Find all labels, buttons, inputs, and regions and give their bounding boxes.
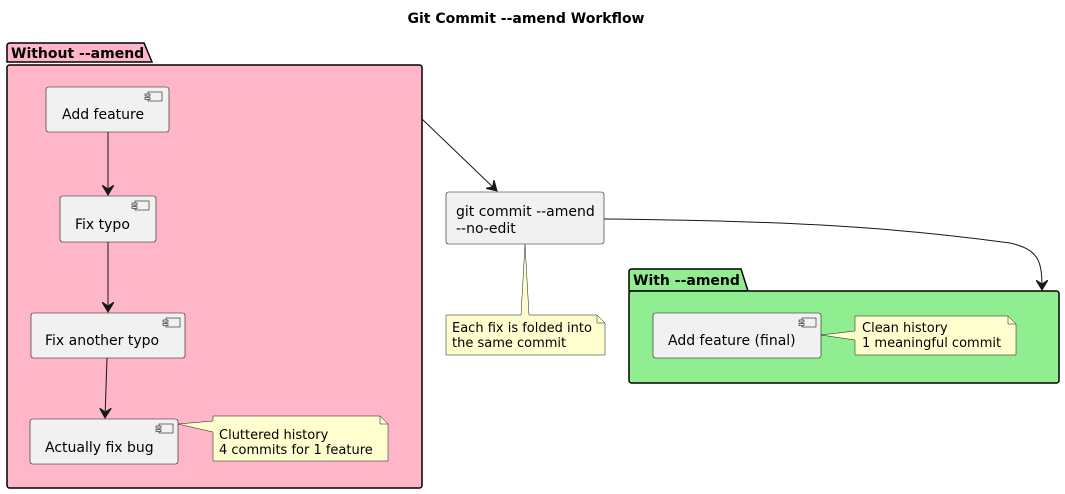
note-line: Clean history — [862, 321, 948, 336]
component-label: Add feature (final) — [668, 333, 796, 349]
edge-amend-to-with-package — [603, 218, 1042, 290]
component-add-feature-final[interactable]: Add feature (final) — [652, 312, 822, 359]
note-folded-into-same-commit: Each fix is folded into the same commit — [445, 243, 606, 356]
note-line: 4 commits for 1 feature — [219, 443, 373, 458]
component-icon — [162, 317, 181, 328]
component-label: Actually fix bug — [45, 440, 154, 456]
edge-package-to-amend — [421, 118, 497, 191]
note-line: Cluttered history — [219, 428, 329, 443]
component-fix-another-typo[interactable]: Fix another typo — [30, 312, 186, 359]
component-label: Fix another typo — [45, 333, 159, 349]
note-clean-history: Clean history 1 meaningful commit — [820, 315, 1017, 356]
package-without-body — [6, 64, 423, 489]
component-label: Add feature — [62, 107, 144, 123]
node-git-commit-amend[interactable]: git commit --amend --no-edit — [445, 191, 605, 245]
package-without-amend: Without --amend — [6, 42, 423, 489]
amend-node-line2: --no-edit — [456, 221, 516, 237]
note-line: Each fix is folded into — [452, 321, 592, 336]
component-add-feature[interactable]: Add feature — [45, 86, 170, 133]
package-without-tab — [6, 42, 154, 63]
component-label: Fix typo — [75, 217, 130, 233]
package-with-tab — [628, 268, 750, 292]
component-fix-typo[interactable]: Fix typo — [59, 195, 157, 243]
note-line: the same commit — [452, 336, 566, 351]
note-cluttered-history: Cluttered history 4 commits for 1 featur… — [177, 415, 389, 462]
edge-fix-another-to-actually-fix — [105, 357, 107, 418]
package-without-label: Without --amend — [11, 46, 144, 62]
component-icon — [798, 317, 817, 328]
amend-node-line1: git commit --amend — [456, 204, 595, 220]
component-icon — [131, 200, 150, 211]
package-with-label: With --amend — [633, 273, 740, 289]
component-icon — [144, 91, 163, 102]
component-actually-fix-bug[interactable]: Actually fix bug — [29, 418, 179, 465]
diagram-title: Git Commit --amend Workflow — [407, 11, 644, 27]
component-icon — [155, 423, 174, 434]
note-line: 1 meaningful commit — [862, 336, 1001, 351]
